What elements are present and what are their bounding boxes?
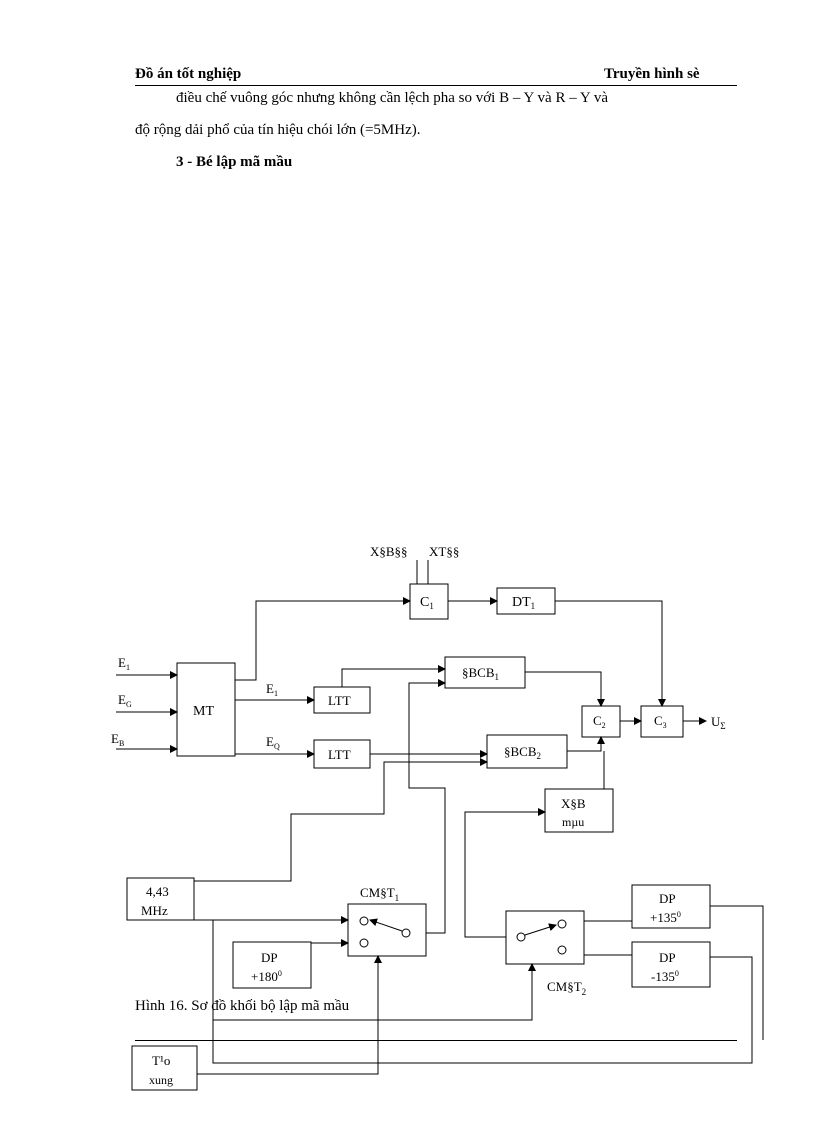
label-dt1: DT1	[512, 595, 535, 611]
arrow-cmdt2-xdb	[464, 808, 546, 938]
cmdt2-switch-pole-2	[557, 945, 567, 955]
label-ltt2: LTT	[328, 747, 351, 762]
arrow-bcb1-c2	[525, 671, 605, 707]
label-dp135m-1: DP	[659, 950, 676, 965]
label-out-eq: EQ	[266, 734, 280, 751]
label-top-1: X§B§§	[370, 544, 408, 559]
label-input-eg: EG	[118, 692, 132, 709]
line-dp135p-bus	[710, 905, 764, 1040]
label-xdb-2: mµu	[562, 815, 584, 829]
dp180-box	[232, 941, 312, 989]
header-left-title: Đồ án tốt nghiệp	[135, 66, 242, 82]
label-dp180-1: DP	[261, 950, 278, 965]
label-osc-2: MHz	[141, 903, 168, 918]
label-c3: C3	[654, 713, 667, 730]
section-title: 3 - Bé lập mã mầu	[176, 154, 293, 170]
line-osc-down	[212, 920, 753, 1064]
cmdt1-switch-pole-out	[401, 928, 411, 938]
osc-box	[126, 877, 195, 921]
cmdt1-switch-blade	[369, 918, 403, 932]
arrow-dt1-c3	[555, 600, 666, 707]
label-mt: MT	[193, 704, 214, 719]
body-line-1: điều chế vuông góc nhưng không cần lệch …	[176, 90, 609, 106]
cmdt1-switch-pole-2	[359, 938, 369, 948]
label-bcb2: §BCB2	[504, 744, 541, 761]
label-tpx-2: xung	[149, 1073, 173, 1087]
label-out-e1: E1	[266, 681, 278, 698]
label-dp135p-1: DP	[659, 891, 676, 906]
label-dp135p-2: +1350	[650, 910, 681, 925]
label-c2: C2	[593, 713, 606, 730]
header-rule	[135, 85, 737, 86]
label-input-eb: EB	[111, 731, 124, 748]
bottom-rule	[135, 1040, 737, 1041]
figure-caption: Hình 16. Sơ đồ khối bộ lập mã mầu	[135, 998, 350, 1014]
label-output: UΣ	[711, 714, 726, 731]
label-cmdt2: CM§T2	[547, 979, 586, 997]
label-c1: C1	[420, 595, 434, 611]
arrow-osc-bcb2	[194, 758, 488, 882]
label-input-e1: E1	[118, 655, 130, 672]
cmdt2-box	[505, 910, 585, 965]
arrow-tpx-cmdt2	[213, 963, 536, 1021]
label-osc-1: 4,43	[146, 884, 169, 899]
arrow-bcb2-c2	[567, 736, 605, 752]
label-dp135m-2: -1350	[651, 969, 679, 984]
cmdt2-switch-pole-in	[516, 932, 526, 942]
arrow-tpx-cmdt1	[197, 955, 382, 1075]
dp135m-box	[631, 941, 711, 988]
cmdt2-switch-blade	[524, 923, 557, 936]
label-bcb1: §BCB1	[462, 665, 499, 682]
label-dp180-2: +1800	[251, 969, 282, 984]
label-tpx-1: T¹o	[152, 1053, 170, 1068]
body-line-2: độ rộng dải phổ của tín hiệu chói lớn (=…	[135, 122, 421, 138]
cmdt2-switch-pole-1	[557, 919, 567, 929]
label-xdb-1: X§B	[561, 796, 586, 811]
label-top-2: XT§§	[429, 544, 459, 559]
header-right-title: Truyền hình sè	[604, 66, 700, 82]
cmdt1-box	[347, 903, 427, 957]
arrow-ltt1-bcb1	[341, 665, 446, 687]
cmdt1-switch-pole-1	[359, 916, 369, 926]
arrow-cmdt1-bcb1	[408, 679, 446, 934]
label-cmdt1: CM§T1	[360, 885, 399, 903]
arrow-mt-c1	[235, 597, 411, 681]
tpx-box	[131, 1045, 198, 1091]
label-ltt1: LTT	[328, 693, 351, 708]
